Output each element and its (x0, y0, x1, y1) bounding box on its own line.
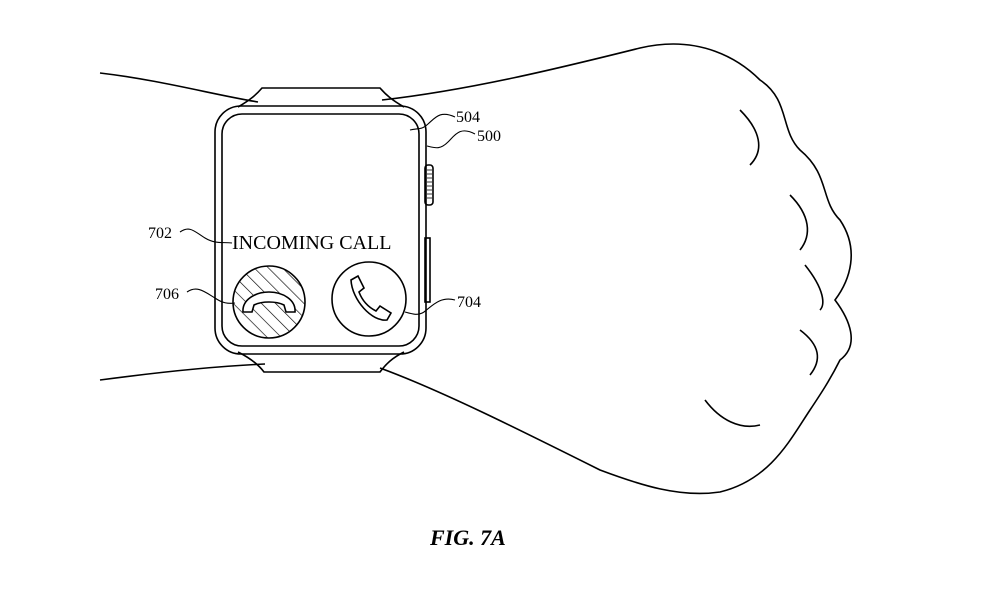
accept-call-button[interactable] (331, 261, 407, 337)
phone-handset-icon (350, 274, 393, 321)
leader-lines (179, 113, 476, 315)
watch-band (237, 87, 405, 373)
ref-704: 704 (457, 294, 481, 311)
watch-device (214, 105, 434, 355)
incoming-call-text: INCOMING CALL (232, 232, 391, 254)
ref-706: 706 (155, 286, 179, 303)
hang-up-handset-icon (242, 291, 296, 313)
side-button (424, 237, 431, 303)
decline-call-button[interactable] (232, 265, 306, 339)
digital-crown (424, 164, 434, 206)
ref-500: 500 (477, 128, 501, 145)
arm-outline (99, 43, 852, 495)
ref-702: 702 (148, 225, 172, 242)
figure-caption: FIG. 7A (429, 525, 506, 550)
ref-504: 504 (456, 109, 480, 126)
